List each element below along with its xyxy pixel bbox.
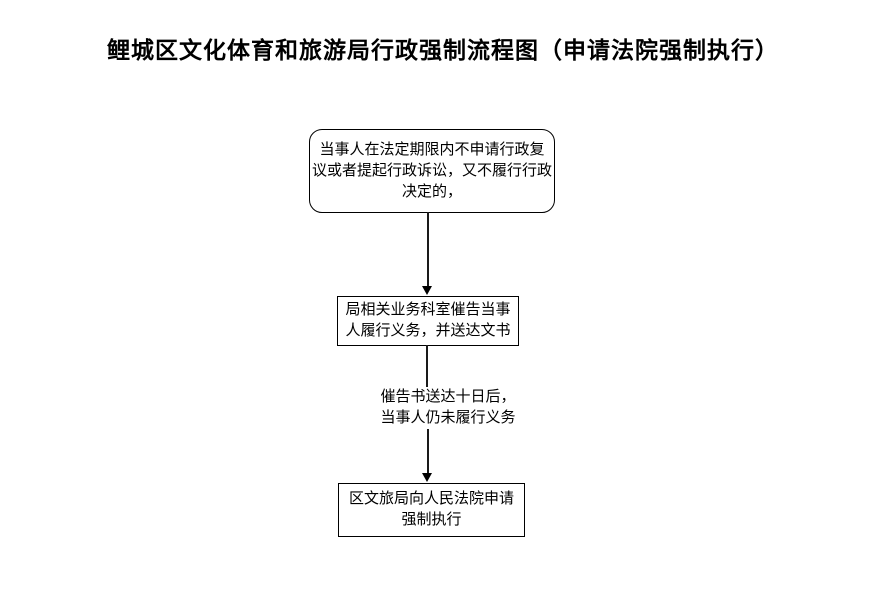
connector-label-to-apply <box>422 429 434 482</box>
connector-condition-to-urge <box>422 212 434 295</box>
connector-line <box>426 345 428 388</box>
connector-urge-to-label <box>426 345 428 388</box>
node-condition-text: 当事人在法定期限内不申请行政复 议或者提起行政诉讼，又不履行行政 决定的， <box>311 141 552 200</box>
connector-line <box>427 212 429 288</box>
flowchart-node-condition: 当事人在法定期限内不申请行政复 议或者提起行政诉讼，又不履行行政 决定的， <box>309 129 555 213</box>
flowchart-node-apply: 区文旅局向人民法院申请 强制执行 <box>338 483 525 537</box>
node-apply-text: 区文旅局向人民法院申请 强制执行 <box>348 491 514 528</box>
arrowhead-down-icon <box>422 286 432 295</box>
node-urge-text: 局相关业务科室催告当事 人履行义务，并送达文书 <box>345 302 511 339</box>
edge-label: 催告书送达十日后， 当事人仍未履行义务 <box>357 387 539 429</box>
edge-label-text: 催告书送达十日后， 当事人仍未履行义务 <box>380 389 516 426</box>
connector-line <box>427 429 429 475</box>
page-title: 鲤城区文化体育和旅游局行政强制流程图（申请法院强制执行） <box>107 38 779 63</box>
arrowhead-down-icon <box>422 473 432 482</box>
flowchart-node-urge: 局相关业务科室催告当事 人履行义务，并送达文书 <box>337 296 519 346</box>
